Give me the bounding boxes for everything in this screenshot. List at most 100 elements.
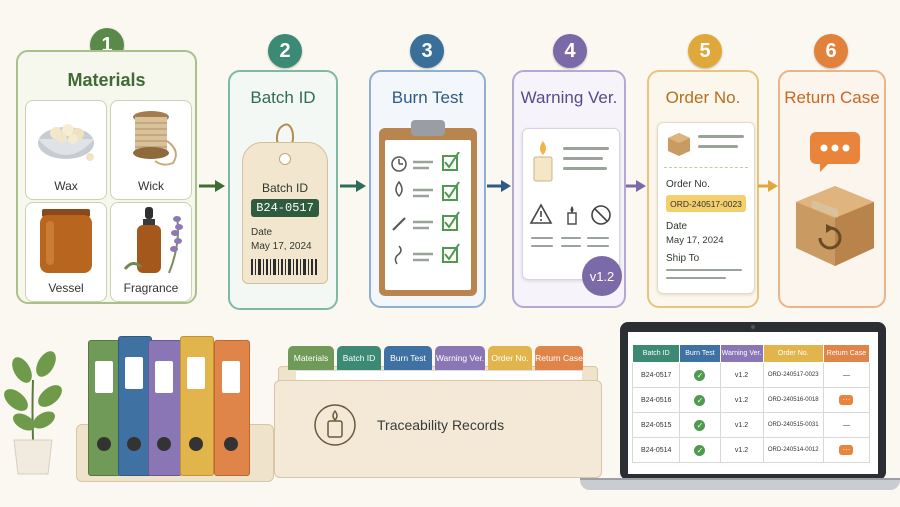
- return-case-title: Return Case: [784, 88, 880, 107]
- th-return-case[interactable]: Return Case: [822, 344, 871, 363]
- binder-label: [222, 361, 240, 393]
- vessel-label: Vessel: [48, 281, 84, 295]
- cell-return: ···: [822, 437, 871, 463]
- chat-bubble-icon: [810, 132, 860, 172]
- laptop-base: [580, 478, 900, 490]
- cell-order: ORD-240514-0012: [762, 437, 824, 463]
- binder-blue: [118, 336, 152, 476]
- step-2-number: 2: [268, 34, 302, 68]
- arrow-5-to-6: [758, 180, 778, 192]
- chat-bubble-icon[interactable]: ···: [839, 395, 854, 405]
- file-tab-materials[interactable]: Materials: [288, 346, 334, 370]
- tag-hole: [279, 153, 291, 165]
- arrow-3-to-4: [487, 180, 511, 192]
- doc-line: [587, 245, 609, 247]
- file-tab-return-case[interactable]: Return Case: [535, 346, 583, 370]
- checklist-icon: [391, 152, 460, 265]
- th-burn-test[interactable]: Burn Test: [679, 344, 721, 363]
- version-badge: v1.2: [582, 256, 622, 296]
- cell-batch: B24-0515: [631, 412, 681, 438]
- burn-test-card: Burn Test: [369, 70, 486, 308]
- binder-orange: [214, 340, 250, 476]
- binder-label: [95, 361, 113, 393]
- th-warning-ver[interactable]: Warning Ver.: [719, 344, 764, 363]
- th-batch-id[interactable]: Batch ID: [631, 344, 681, 363]
- binder-yellow: [180, 336, 214, 476]
- materials-title: Materials: [67, 70, 146, 90]
- check-icon: ✓: [694, 369, 706, 381]
- binder-purple: [148, 340, 182, 476]
- doc-line: [698, 145, 738, 148]
- hazard-icons: [529, 203, 611, 225]
- table-row[interactable]: B24-0517 ✓ v1.2 ORD-240517-0023 —: [631, 362, 871, 388]
- check-icon: ✓: [694, 419, 706, 431]
- step-5-number: 5: [688, 34, 722, 68]
- cell-ver: v1.2: [719, 412, 764, 438]
- cell-order: ORD-240516-0018: [762, 387, 824, 413]
- arrow-1-to-2: [199, 180, 225, 192]
- tag-date-label: Date: [251, 227, 273, 238]
- order-doc: Order No. ORD-240517-0023 Date May 17, 2…: [657, 122, 755, 294]
- batch-id-card: Batch ID Batch ID B24-0517 Date May 17, …: [228, 70, 338, 310]
- order-ship-label: Ship To: [666, 253, 700, 264]
- doc-line: [563, 147, 609, 150]
- traceability-table: Batch ID Burn Test Warning Ver. Order No…: [631, 344, 871, 463]
- binder-label: [155, 361, 173, 393]
- table-row[interactable]: B24-0515 ✓ v1.2 ORD-240515-0031 —: [631, 412, 871, 438]
- cell-ver: v1.2: [719, 387, 764, 413]
- file-tab-warning-ver[interactable]: Warning Ver.: [435, 346, 485, 370]
- tag-batch-id: B24-0517: [251, 199, 319, 217]
- fragrance-label: Fragrance: [123, 281, 179, 295]
- materials-card: Materials Wax Wick: [16, 50, 197, 304]
- binder-label: [187, 357, 205, 389]
- wick-label: Wick: [138, 179, 164, 193]
- tag-date: May 17, 2024: [251, 241, 312, 252]
- table-row[interactable]: B24-0516 ✓ v1.2 ORD-240516-0018 ···: [631, 387, 871, 413]
- order-label: Order No.: [666, 179, 710, 190]
- tag-batch-label: Batch ID: [261, 181, 309, 195]
- doc-line: [666, 269, 742, 271]
- cell-batch: B24-0514: [631, 437, 681, 463]
- doc-line: [587, 237, 609, 239]
- doc-line: [563, 157, 603, 160]
- batch-id-title: Batch ID: [250, 88, 316, 107]
- file-tab-batch-id[interactable]: Batch ID: [337, 346, 381, 370]
- file-box-label: Traceability Records: [377, 417, 505, 433]
- doc-line: [698, 135, 744, 138]
- wax-cell: Wax: [25, 100, 107, 200]
- doc-line: [531, 237, 553, 239]
- laptop-camera: [751, 325, 755, 329]
- fragrance-bottle-icon: [123, 207, 183, 274]
- vessel-cell: Vessel: [25, 202, 107, 302]
- arrow-2-to-3: [340, 180, 366, 192]
- candle-emblem-icon: [314, 404, 356, 446]
- th-order-no[interactable]: Order No.: [762, 344, 824, 363]
- wax-label: Wax: [54, 179, 78, 193]
- cell-burn: ✓: [679, 437, 721, 463]
- binder-ring: [157, 437, 171, 451]
- cell-return: —: [822, 362, 871, 388]
- file-tab-burn-test[interactable]: Burn Test: [384, 346, 432, 370]
- warning-doc: [522, 128, 620, 280]
- cell-burn: ✓: [679, 362, 721, 388]
- arrow-4-to-5: [626, 180, 646, 192]
- clipboard: [379, 120, 477, 296]
- table-row[interactable]: B24-0514 ✓ v1.2 ORD-240514-0012 ···: [631, 437, 871, 463]
- file-box-front: Traceability Records: [274, 380, 602, 478]
- binder-ring: [189, 437, 203, 451]
- doc-line: [561, 237, 581, 239]
- order-number-pill: ORD-240517-0023: [666, 195, 746, 212]
- amber-jar-icon: [40, 209, 92, 273]
- burn-test-title: Burn Test: [391, 88, 464, 107]
- warning-ver-title: Warning Ver.: [520, 88, 618, 107]
- cell-order: ORD-240515-0031: [762, 412, 824, 438]
- cell-order: ORD-240517-0023: [762, 362, 824, 388]
- file-tab-order-no[interactable]: Order No.: [488, 346, 532, 370]
- cell-burn: ✓: [679, 412, 721, 438]
- batch-tag: Batch ID B24-0517 Date May 17, 2024: [242, 142, 328, 284]
- cell-burn: ✓: [679, 387, 721, 413]
- chat-bubble-icon[interactable]: ···: [839, 445, 854, 455]
- doc-line: [666, 277, 726, 279]
- binder-label: [125, 357, 143, 389]
- wick-cell: Wick: [110, 100, 192, 200]
